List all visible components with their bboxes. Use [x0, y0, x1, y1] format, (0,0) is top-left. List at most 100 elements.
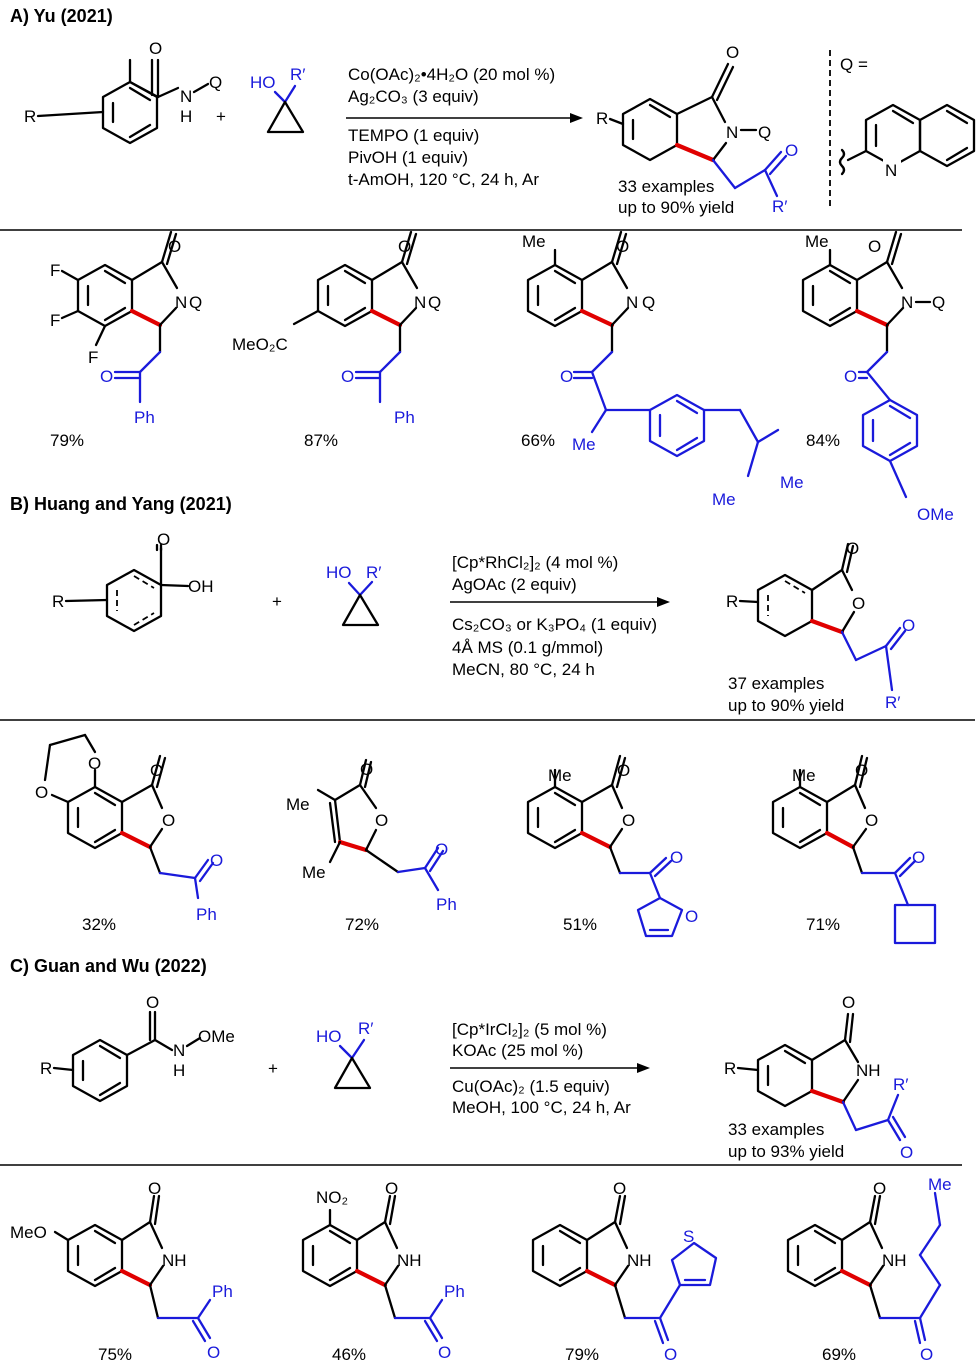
svg-text:O: O: [168, 237, 181, 256]
svg-text:O: O: [670, 848, 683, 867]
section-b-examples: 37 examples: [728, 674, 824, 693]
svg-text:MeOH, 100 °C, 24 h, Ar: MeOH, 100 °C, 24 h, Ar: [452, 1098, 631, 1117]
section-c-examples: 33 examples: [728, 1120, 824, 1139]
section-c-benzamide: O N H OMe R: [40, 993, 235, 1103]
svg-text:Me: Me: [302, 863, 326, 882]
svg-text:O: O: [438, 1343, 451, 1362]
svg-text:N: N: [175, 293, 187, 312]
svg-text:O: O: [616, 237, 629, 256]
section-b-conditions: [Cp*RhCl₂]₂ (4 mol %) AgOAc (2 equiv) Cs…: [452, 553, 657, 679]
svg-text:Ph: Ph: [444, 1282, 465, 1301]
svg-text:Me: Me: [572, 435, 596, 454]
svg-text:NO₂: NO₂: [316, 1188, 348, 1207]
svg-text:Ph: Ph: [394, 408, 415, 427]
svg-text:NH: NH: [162, 1251, 187, 1270]
svg-text:Co(OAc)₂•4H₂O (20 mol %): Co(OAc)₂•4H₂O (20 mol %): [348, 65, 555, 84]
svg-text:N: N: [885, 161, 897, 180]
svg-text:NH: NH: [856, 1061, 881, 1080]
svg-text:Me: Me: [286, 795, 310, 814]
svg-text:Q: Q: [428, 293, 441, 312]
svg-text:Me: Me: [522, 232, 546, 251]
section-b-example-2: O O Me Me O Ph: [286, 758, 457, 914]
svg-text:O: O: [842, 993, 855, 1012]
svg-text:O: O: [157, 530, 170, 549]
svg-text:R′: R′: [885, 693, 900, 712]
svg-text:O: O: [622, 811, 635, 830]
svg-text:t-AmOH, 120 °C, 24 h, Ar: t-AmOH, 120 °C, 24 h, Ar: [348, 170, 539, 189]
svg-text:O: O: [912, 848, 925, 867]
yield-b3: 51%: [563, 915, 597, 934]
svg-text:O: O: [664, 1345, 677, 1364]
svg-text:R: R: [40, 1059, 52, 1078]
svg-text:Q: Q: [642, 293, 655, 312]
svg-text:O: O: [685, 907, 698, 926]
svg-text:NH: NH: [627, 1251, 652, 1270]
section-b-cyclopropanol: HO R′: [326, 563, 381, 627]
yield-b1: 32%: [82, 915, 116, 934]
svg-text:Ph: Ph: [134, 408, 155, 427]
section-b-benzoic-acid: O OH R: [52, 530, 214, 633]
section-c-title: C) Guan and Wu (2022): [10, 956, 207, 976]
svg-text:O: O: [846, 539, 859, 558]
svg-text:O: O: [398, 237, 411, 256]
svg-text:O: O: [435, 840, 448, 859]
svg-text:F: F: [88, 348, 98, 367]
svg-text:R′: R′: [893, 1075, 908, 1094]
svg-text:MeO₂C: MeO₂C: [232, 335, 288, 354]
svg-text:R: R: [596, 109, 608, 128]
svg-text:KOAc (25 mol %): KOAc (25 mol %): [452, 1041, 583, 1060]
svg-text:[Cp*IrCl₂]₂ (5 mol %): [Cp*IrCl₂]₂ (5 mol %): [452, 1020, 607, 1039]
quinoline-q: N: [838, 103, 976, 180]
svg-text:Q: Q: [758, 123, 771, 142]
svg-text:Me: Me: [712, 490, 736, 509]
svg-text:Cs₂CO₃ or K₃PO₄ (1 equiv): Cs₂CO₃ or K₃PO₄ (1 equiv): [452, 615, 657, 634]
section-a-title: A) Yu (2021): [10, 6, 113, 26]
svg-text:O: O: [150, 761, 163, 780]
svg-text:O: O: [617, 761, 630, 780]
svg-text:O: O: [210, 851, 223, 870]
svg-text:O: O: [146, 993, 159, 1012]
section-b-example-3: Me O O O O: [526, 754, 698, 938]
section-c-example-2: NO₂ O NH O Ph: [301, 1179, 465, 1362]
yield-b2: 72%: [345, 915, 379, 934]
svg-text:Ph: Ph: [436, 895, 457, 914]
atom-n: N: [180, 87, 192, 106]
atom-h: H: [180, 107, 192, 126]
section-c-product: O NH R O R′: [724, 993, 913, 1162]
svg-text:O: O: [613, 1179, 626, 1198]
svg-text:O: O: [726, 43, 739, 62]
svg-text:O: O: [873, 1179, 886, 1198]
svg-text:N: N: [173, 1041, 185, 1060]
svg-text:R′: R′: [772, 197, 787, 216]
svg-text:N: N: [414, 293, 426, 312]
section-c-conditions: [Cp*IrCl₂]₂ (5 mol %) KOAc (25 mol %) Cu…: [452, 1020, 631, 1117]
yield-c2: 46%: [332, 1345, 366, 1364]
svg-text:S: S: [683, 1227, 694, 1246]
svg-text:MeCN, 80 °C, 24 h: MeCN, 80 °C, 24 h: [452, 660, 595, 679]
svg-text:Q: Q: [932, 293, 945, 312]
svg-text:O: O: [900, 1143, 913, 1162]
atom-r: R: [24, 107, 36, 126]
section-a-examples: 33 examples: [618, 177, 714, 196]
svg-text:O: O: [207, 1343, 220, 1362]
atom-o: O: [149, 39, 162, 58]
svg-text:N: N: [626, 293, 638, 312]
section-a-product: O N Q R O R′: [596, 43, 798, 216]
section-c-cyclopropanol: HO R′: [316, 1019, 373, 1090]
svg-text:O: O: [865, 811, 878, 830]
svg-text:O: O: [868, 237, 881, 256]
section-c-example-3: O NH O S: [531, 1179, 718, 1364]
yield-a2: 87%: [304, 431, 338, 450]
svg-text:O: O: [385, 1179, 398, 1198]
svg-text:O: O: [35, 783, 48, 802]
svg-text:PivOH (1 equiv): PivOH (1 equiv): [348, 148, 468, 167]
section-a-cyclopropanol: HO R′: [250, 65, 305, 134]
svg-text:O: O: [852, 594, 865, 613]
svg-text:Me: Me: [928, 1175, 952, 1194]
svg-text:Me: Me: [548, 766, 572, 785]
svg-text:OMe: OMe: [198, 1027, 235, 1046]
section-b-title: B) Huang and Yang (2021): [10, 494, 232, 514]
yield-a3: 66%: [521, 431, 555, 450]
section-c-example-4: O NH O Me: [786, 1175, 952, 1364]
